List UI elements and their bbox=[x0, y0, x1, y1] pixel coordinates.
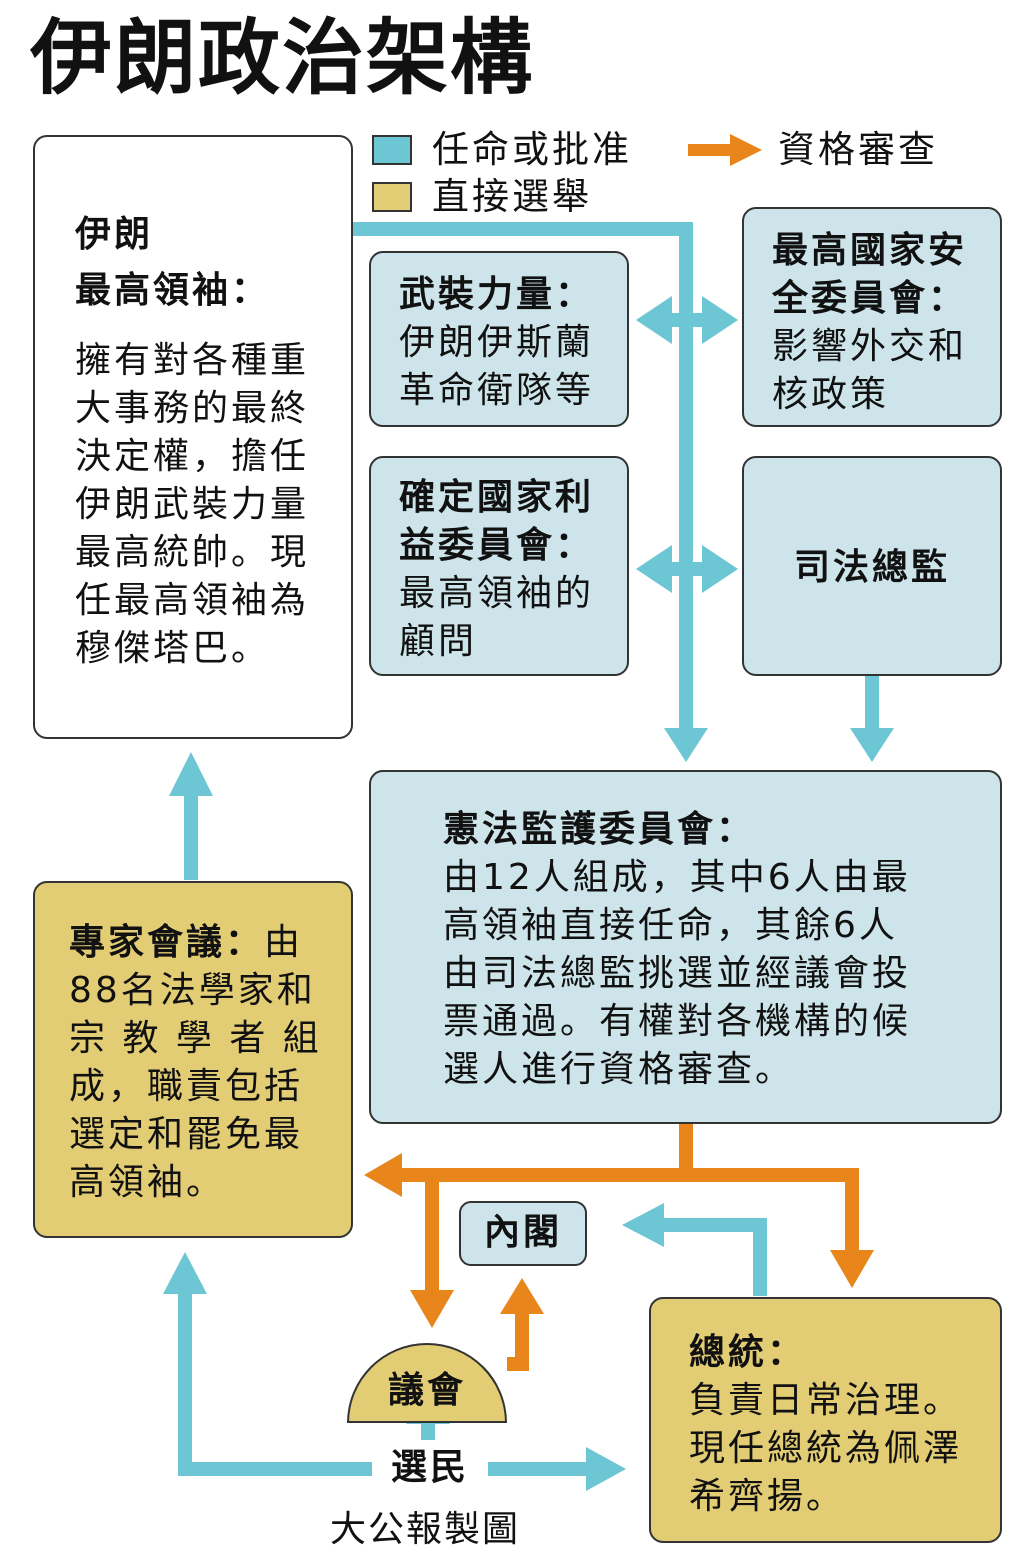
voters-to-experts-line bbox=[178, 1290, 372, 1476]
legend-appoint-label: 任命或批准 bbox=[432, 128, 632, 171]
parliament-title: 議會 bbox=[387, 1370, 466, 1411]
guardian-council-title: 憲法監護委員會： bbox=[443, 809, 756, 850]
credit-label: 大公報製圖 bbox=[330, 1509, 521, 1550]
security-council-desc-2: 核政策 bbox=[772, 374, 890, 415]
armed-forces-box: 武裝力量： 伊朗伊斯蘭 革命衛隊等 bbox=[369, 251, 629, 427]
legend-election-label: 直接選舉 bbox=[432, 175, 592, 218]
president-title: 總統： bbox=[689, 1332, 807, 1373]
page-title: 伊朗政治架構 bbox=[30, 11, 535, 106]
security-council-title-1: 最高國家安 bbox=[772, 230, 968, 271]
armed-forces-title: 武裝力量： bbox=[399, 274, 595, 315]
guardian-council-desc-5: 選人進行資格審查。 bbox=[443, 1049, 795, 1090]
expediency-council-box: 確定國家利 益委員會： 最高領袖的 顧問 bbox=[369, 456, 629, 676]
supreme-leader-desc: 擁有對各種重 大事務的最終 決定權，擔任 伊朗武裝力量 最高統帥。現 任最高領袖… bbox=[75, 340, 310, 669]
expediency-council-desc-1: 最高領袖的 bbox=[399, 573, 595, 614]
experts-assembly-desc-4: 選定和罷免最 bbox=[69, 1114, 304, 1155]
security-council-title-2: 全委員會： bbox=[772, 278, 968, 319]
experts-assembly-desc-1: 88名法學家和 bbox=[69, 970, 316, 1011]
expediency-council-desc-2: 顧問 bbox=[399, 621, 478, 662]
experts-assembly-desc-start: 由 bbox=[264, 922, 304, 963]
legend-vetting-label: 資格審查 bbox=[778, 128, 938, 171]
supreme-leader-title-line2: 最高領袖： bbox=[75, 270, 271, 311]
experts-assembly-desc-2: 宗 教 學 者 組 bbox=[69, 1018, 322, 1059]
cabinet-title: 內閣 bbox=[483, 1212, 562, 1253]
cabinet-box: 內閣 bbox=[459, 1201, 587, 1266]
president-to-cabinet-line bbox=[660, 1218, 767, 1296]
security-council-desc-1: 影響外交和 bbox=[772, 326, 968, 367]
armed-forces-desc-1: 伊朗伊斯蘭 bbox=[399, 322, 595, 363]
guardian-council-box: 憲法監護委員會： 由12人組成，其中6人由最 高領袖直接任命，其餘6人 由司法總… bbox=[369, 770, 1002, 1124]
legend-vetting-arrow-icon bbox=[688, 134, 762, 166]
guardian-council-desc-3: 由司法總監挑選並經議會投 bbox=[443, 953, 912, 994]
expediency-council-title-1: 確定國家利 bbox=[399, 477, 595, 518]
expediency-council-title-2: 益委員會： bbox=[399, 525, 595, 566]
experts-assembly-title: 專家會議： bbox=[69, 922, 265, 963]
president-desc-3: 希齊揚。 bbox=[689, 1476, 846, 1517]
experts-assembly-box: 專家會議：由 88名法學家和 宗 教 學 者 組 成，職責包括 選定和罷免最 高… bbox=[33, 881, 353, 1238]
legend-appoint-swatch bbox=[372, 135, 412, 165]
legend-election-swatch bbox=[372, 182, 412, 212]
president-desc-2: 現任總統為佩澤 bbox=[689, 1428, 963, 1469]
armed-forces-desc-2: 革命衛隊等 bbox=[399, 370, 595, 411]
experts-assembly-desc-3: 成，職責包括 bbox=[69, 1066, 304, 1107]
supreme-leader-title-line1: 伊朗 bbox=[75, 214, 154, 255]
guardian-council-desc-1: 由12人組成，其中6人由最 bbox=[443, 857, 911, 898]
judiciary-box: 司法總監 bbox=[742, 456, 1002, 676]
guardian-council-desc-2: 高領袖直接任命，其餘6人 bbox=[443, 905, 898, 946]
president-box: 總統： 負責日常治理。 現任總統為佩澤 希齊揚。 bbox=[649, 1297, 1002, 1543]
security-council-box: 最高國家安 全委員會： 影響外交和 核政策 bbox=[742, 207, 1002, 427]
voters-label: 選民 bbox=[382, 1444, 478, 1492]
president-desc-1: 負責日常治理。 bbox=[689, 1380, 963, 1421]
supreme-leader-box: 伊朗 最高領袖： 擁有對各種重 大事務的最終 決定權，擔任 伊朗武裝力量 最高統… bbox=[33, 135, 353, 739]
experts-assembly-desc-5: 高領袖。 bbox=[69, 1162, 226, 1203]
guardian-council-desc-4: 票通過。有權對各機構的候 bbox=[443, 1001, 912, 1042]
judiciary-title: 司法總監 bbox=[793, 547, 950, 588]
